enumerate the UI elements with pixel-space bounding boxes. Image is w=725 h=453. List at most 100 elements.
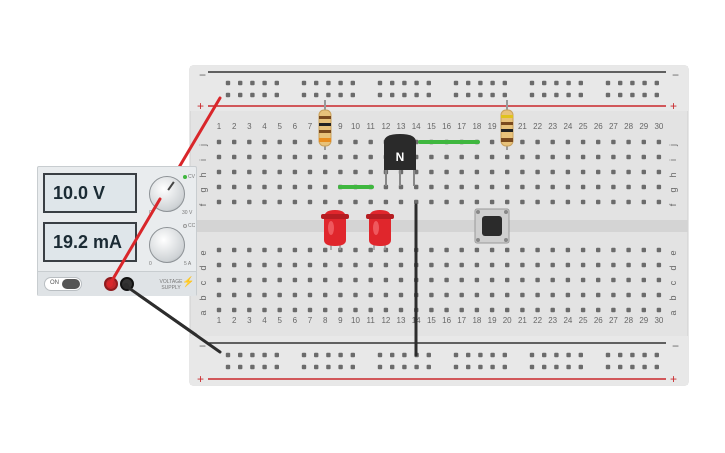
breadboard-hole[interactable]	[277, 169, 282, 175]
breadboard-hole[interactable]	[232, 139, 237, 145]
breadboard-hole[interactable]	[520, 184, 525, 190]
breadboard-hole[interactable]	[292, 154, 298, 160]
breadboard-hole[interactable]	[641, 292, 646, 298]
breadboard-hole[interactable]	[429, 292, 434, 298]
breadboard-hole[interactable]	[611, 184, 616, 190]
breadboard-hole[interactable]	[368, 307, 373, 313]
breadboard-hole[interactable]	[277, 139, 282, 145]
breadboard-hole[interactable]	[580, 307, 586, 313]
red-led-2[interactable]	[366, 210, 394, 250]
breadboard-hole[interactable]	[578, 92, 583, 98]
breadboard-hole[interactable]	[489, 247, 495, 253]
breadboard-hole[interactable]	[641, 169, 646, 175]
npn-transistor[interactable]: N	[384, 134, 416, 186]
breadboard-hole[interactable]	[247, 199, 252, 205]
breadboard-hole[interactable]	[618, 364, 623, 370]
breadboard-hole[interactable]	[596, 262, 601, 268]
breadboard-hole[interactable]	[353, 139, 358, 145]
breadboard-hole[interactable]	[338, 292, 343, 298]
breadboard-hole[interactable]	[247, 262, 252, 268]
breadboard-hole[interactable]	[353, 262, 358, 268]
breadboard-hole[interactable]	[654, 364, 659, 370]
breadboard-hole[interactable]	[390, 352, 395, 358]
current-knob[interactable]	[149, 227, 185, 263]
breadboard-hole[interactable]	[247, 247, 252, 253]
breadboard-hole[interactable]	[505, 277, 510, 283]
power-switch[interactable]: ON	[44, 277, 82, 291]
breadboard-hole[interactable]	[326, 364, 331, 370]
breadboard-hole[interactable]	[502, 364, 507, 370]
breadboard-hole[interactable]	[466, 80, 471, 86]
breadboard-hole[interactable]	[618, 80, 623, 86]
breadboard-hole[interactable]	[626, 292, 631, 298]
breadboard-hole[interactable]	[292, 139, 298, 145]
breadboard-hole[interactable]	[502, 352, 507, 358]
breadboard-hole[interactable]	[641, 154, 646, 160]
breadboard-hole[interactable]	[566, 92, 571, 98]
breadboard-hole[interactable]	[630, 352, 635, 358]
breadboard-hole[interactable]	[535, 199, 540, 205]
breadboard-hole[interactable]	[535, 277, 540, 283]
breadboard-hole[interactable]	[520, 139, 525, 145]
breadboard-hole[interactable]	[611, 292, 616, 298]
breadboard-hole[interactable]	[429, 277, 434, 283]
breadboard-hole[interactable]	[529, 364, 535, 370]
breadboard-hole[interactable]	[390, 92, 395, 98]
breadboard-hole[interactable]	[459, 292, 464, 298]
resistor-2[interactable]	[500, 100, 514, 150]
breadboard-hole[interactable]	[626, 262, 631, 268]
red-led-1[interactable]	[321, 210, 349, 250]
breadboard-hole[interactable]	[377, 92, 383, 98]
breadboard-hole[interactable]	[626, 184, 631, 190]
breadboard-hole[interactable]	[580, 154, 586, 160]
breadboard-hole[interactable]	[578, 352, 583, 358]
breadboard-hole[interactable]	[307, 292, 313, 298]
breadboard-hole[interactable]	[580, 139, 586, 145]
breadboard-hole[interactable]	[377, 80, 383, 86]
breadboard-hole[interactable]	[478, 92, 483, 98]
breadboard-hole[interactable]	[656, 277, 662, 283]
breadboard-hole[interactable]	[453, 80, 459, 86]
breadboard-hole[interactable]	[505, 307, 510, 313]
breadboard-hole[interactable]	[535, 292, 540, 298]
breadboard-hole[interactable]	[529, 80, 535, 86]
breadboard-hole[interactable]	[478, 364, 483, 370]
breadboard-hole[interactable]	[383, 307, 389, 313]
breadboard-hole[interactable]	[238, 80, 243, 86]
breadboard-hole[interactable]	[642, 80, 647, 86]
breadboard-hole[interactable]	[292, 262, 298, 268]
breadboard-hole[interactable]	[489, 277, 495, 283]
breadboard-hole[interactable]	[301, 352, 307, 358]
breadboard-hole[interactable]	[578, 80, 583, 86]
breadboard-hole[interactable]	[542, 364, 547, 370]
breadboard-hole[interactable]	[353, 154, 358, 160]
breadboard-hole[interactable]	[326, 80, 331, 86]
breadboard-hole[interactable]	[277, 247, 282, 253]
breadboard-hole[interactable]	[489, 292, 495, 298]
breadboard-hole[interactable]	[232, 184, 237, 190]
breadboard-hole[interactable]	[656, 262, 662, 268]
breadboard-hole[interactable]	[247, 307, 252, 313]
breadboard-hole[interactable]	[535, 169, 540, 175]
breadboard-hole[interactable]	[520, 307, 525, 313]
breadboard-hole[interactable]	[429, 184, 434, 190]
breadboard-hole[interactable]	[368, 262, 373, 268]
breadboard-hole[interactable]	[216, 199, 222, 205]
breadboard-hole[interactable]	[262, 139, 267, 145]
breadboard-hole[interactable]	[390, 364, 395, 370]
breadboard-hole[interactable]	[377, 352, 383, 358]
breadboard-hole[interactable]	[338, 352, 343, 358]
breadboard-hole[interactable]	[262, 199, 267, 205]
breadboard-hole[interactable]	[414, 80, 419, 86]
breadboard-hole[interactable]	[656, 247, 662, 253]
breadboard-hole[interactable]	[274, 364, 279, 370]
breadboard-hole[interactable]	[578, 364, 583, 370]
breadboard-hole[interactable]	[626, 307, 631, 313]
breadboard-hole[interactable]	[274, 352, 279, 358]
breadboard-hole[interactable]	[453, 352, 459, 358]
breadboard-hole[interactable]	[429, 307, 434, 313]
breadboard-hole[interactable]	[550, 199, 555, 205]
breadboard-hole[interactable]	[641, 199, 646, 205]
breadboard-hole[interactable]	[277, 292, 282, 298]
breadboard-hole[interactable]	[535, 307, 540, 313]
